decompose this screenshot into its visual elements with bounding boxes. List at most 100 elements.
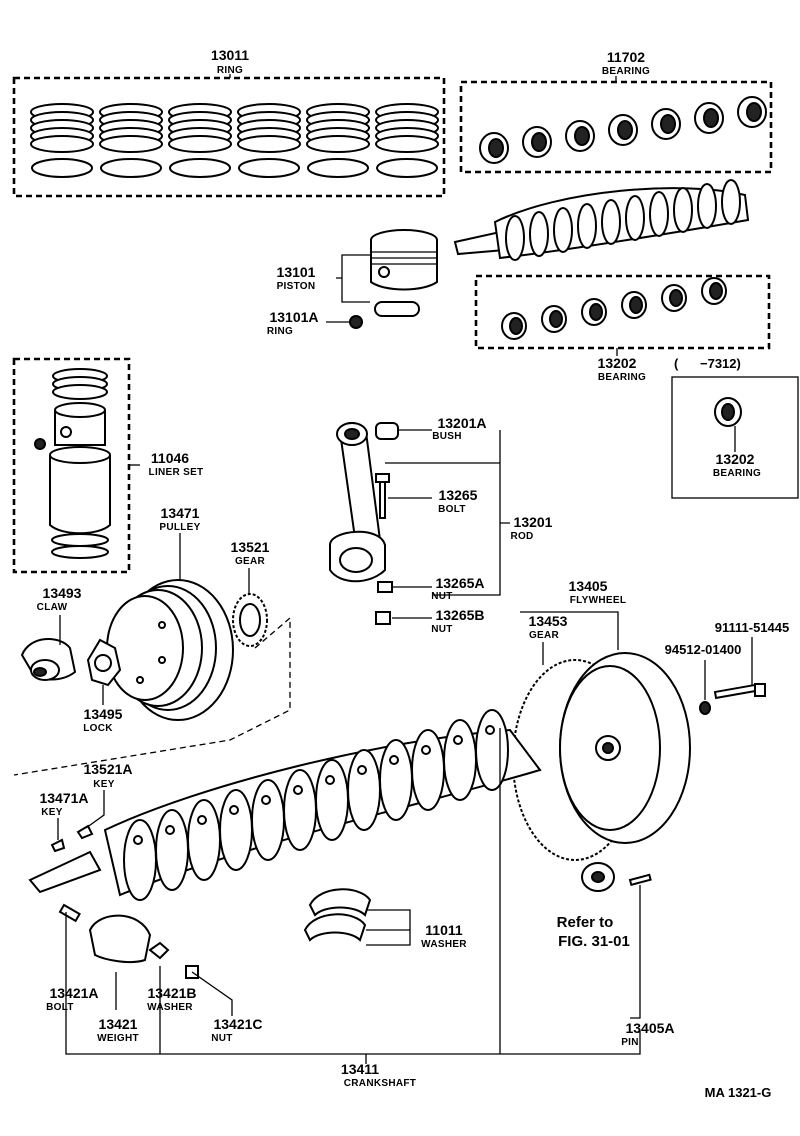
label-13411: 13411 [341, 1061, 379, 1077]
ring-set [168, 103, 232, 178]
cylinder-liner [34, 368, 111, 559]
bearing-variant-box [671, 376, 799, 499]
crankshaft-main-drawing [28, 709, 652, 901]
bearing-shell [621, 291, 647, 319]
lower-bearing-dashed-box [474, 274, 771, 350]
label-bearing-range: ( −7312) [674, 356, 741, 371]
bearing-shell [565, 120, 595, 152]
label-washer-2: WASHER [147, 1002, 193, 1013]
claw-drawing [20, 615, 77, 681]
bearing-shell [661, 284, 687, 312]
flywheel-pin [628, 873, 652, 887]
label-gear-2: GEAR [529, 630, 560, 641]
label-liner-set: LINER SET [149, 467, 204, 478]
bearing-shell [701, 277, 727, 305]
label-pin: PIN [621, 1037, 639, 1048]
label-gear: GEAR [235, 556, 266, 567]
label-13011: 13011 [211, 47, 249, 63]
label-13405: 13405 [569, 578, 608, 594]
liner-set-group [12, 357, 140, 574]
label-91111-51445: 91111-51445 [715, 620, 789, 635]
label-bolt-2: BOLT [46, 1002, 74, 1013]
ring-set [30, 103, 94, 178]
label-11702: 11702 [607, 49, 645, 65]
label-key-2: KEY [41, 807, 62, 818]
lower-bearing-group [474, 274, 771, 356]
timing-gear-drawing [232, 568, 268, 647]
ring-set [306, 103, 370, 178]
label-13405a: 13405A [625, 1020, 674, 1036]
weight-washer [148, 941, 170, 960]
connecting-rod-bearings [501, 277, 727, 340]
label-13421a: 13421A [49, 985, 98, 1001]
ring-set [99, 103, 163, 178]
lock-washer-drawing [86, 638, 122, 705]
bearing-shell [608, 114, 638, 146]
label-bolt: BOLT [438, 504, 466, 515]
label-piston: PISTON [277, 281, 316, 292]
label-13521a: 13521A [83, 761, 132, 777]
counterweight-drawing [58, 903, 199, 979]
rod-bolt [379, 477, 386, 519]
label-fig-31-01: FIG. 31-01 [558, 933, 630, 950]
label-lock: LOCK [83, 723, 113, 734]
label-nut: NUT [431, 591, 452, 602]
label-13471a: 13471A [39, 790, 88, 806]
label-11046: 11046 [151, 450, 189, 466]
label-bearing: BEARING [602, 66, 650, 77]
piston-drawing [349, 229, 438, 329]
label-13201: 13201 [514, 514, 553, 530]
rod-bush [375, 422, 399, 440]
label-13493: 13493 [43, 585, 82, 601]
label-claw: CLAW [37, 602, 68, 613]
label-13421: 13421 [99, 1016, 138, 1032]
weight-bolt [58, 903, 81, 923]
flywheel-bolt-and-nut [699, 637, 766, 715]
bearing-shell [581, 298, 607, 326]
label-13201a: 13201A [437, 415, 486, 431]
bearing-shell [737, 96, 767, 128]
ring-set [375, 103, 439, 178]
label-13265a: 13265A [435, 575, 484, 591]
upper-bearing-group [459, 76, 773, 174]
snap-ring [349, 315, 363, 329]
figure-code: MA 1321-G [705, 1085, 772, 1100]
label-ring-2: RING [267, 326, 293, 337]
ring-set-dashed-box [12, 76, 446, 198]
label-crankshaft: CRANKSHAFT [344, 1078, 416, 1089]
label-13521: 13521 [231, 539, 270, 555]
pulley-drawing [106, 533, 234, 721]
ring-set [237, 103, 301, 178]
label-13495: 13495 [84, 706, 123, 722]
bearing-shell [522, 126, 552, 158]
bearing-shell [501, 312, 527, 340]
main-bearings-upper [479, 96, 767, 164]
label-94512-01400: 94512-01400 [665, 642, 742, 657]
piston-ring-sets [30, 103, 439, 178]
label-nut-3: NUT [211, 1033, 232, 1044]
label-13421c: 13421C [213, 1016, 262, 1032]
label-bearing-box: BEARING [713, 468, 761, 479]
keys-drawing [50, 790, 105, 853]
crankshaft-upper-view [453, 179, 750, 261]
bearing-shell [479, 132, 509, 164]
bearing-shell [541, 305, 567, 333]
bearing-shell [651, 108, 681, 140]
piston-pin [374, 301, 420, 317]
label-refer-to: Refer to [557, 914, 614, 931]
label-11011: 11011 [425, 922, 463, 938]
label-rod: ROD [510, 531, 533, 542]
label-13265b: 13265B [435, 607, 484, 623]
connecting-rod-drawing [329, 422, 399, 625]
rod-nut-b [375, 611, 391, 625]
label-nut-2: NUT [431, 624, 452, 635]
label-ring: RING [217, 65, 243, 76]
label-13421b: 13421B [147, 985, 196, 1001]
label-weight: WEIGHT [97, 1033, 139, 1044]
label-bearing-2: BEARING [598, 372, 646, 383]
label-13202: 13202 [598, 355, 637, 371]
label-13471: 13471 [161, 505, 200, 521]
callout-labels: 13011 RING 11702 BEARING 13101 PISTON 13… [37, 47, 790, 1100]
